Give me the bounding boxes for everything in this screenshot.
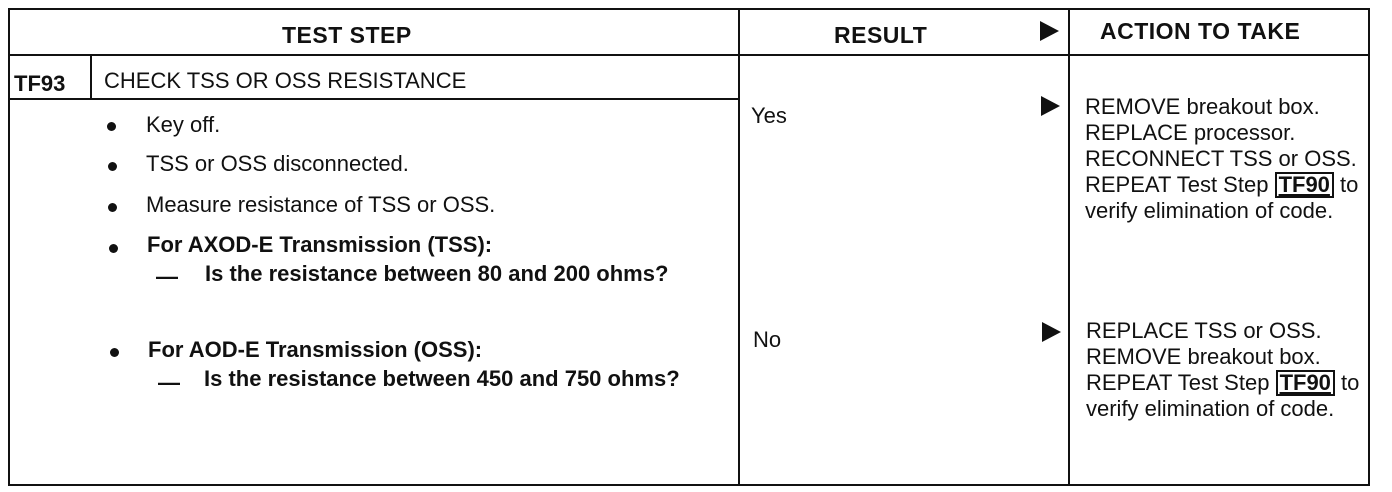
step-id: TF93 [14, 71, 66, 96]
action-yes: REMOVE breakout box. REPLACE processor. … [1085, 94, 1375, 224]
test-step-table: TEST STEP RESULT ACTION TO TAKE TF93 CHE… [8, 8, 1370, 486]
step-id-divider [90, 54, 92, 100]
bullet-measure-resistance: Measure resistance of TSS or OSS. [146, 192, 496, 217]
table-bottom-border [8, 484, 1370, 486]
bullet-key-off: Key off. [146, 112, 221, 137]
bullet-icon [109, 244, 118, 253]
bullet-disconnected: TSS or OSS disconnected. [146, 151, 409, 176]
dash-icon: — [156, 264, 178, 289]
axod-e-resistance-question: Is the resistance between 80 and 200 ohm… [205, 261, 669, 286]
bullet-aod-e-transmission: For AOD-E Transmission (OSS): [148, 337, 483, 362]
aod-e-resistance-question: Is the resistance between 450 and 750 oh… [204, 366, 680, 391]
result-yes: Yes [751, 103, 787, 128]
bullet-icon [108, 203, 117, 212]
header-test-step: TEST STEP [282, 22, 412, 48]
table-top-border [8, 8, 1370, 10]
bullet-icon [107, 122, 116, 131]
bullet-icon [108, 162, 117, 171]
arrow-right-icon [1040, 21, 1059, 41]
arrow-right-icon [1041, 96, 1060, 116]
arrow-right-icon [1042, 322, 1061, 342]
result-no: No [753, 327, 782, 352]
dash-icon: — [158, 370, 180, 395]
action-no-text: REPLACE TSS or OSS. REMOVE breakout box.… [1086, 318, 1322, 395]
action-no: REPLACE TSS or OSS. REMOVE breakout box.… [1086, 318, 1376, 422]
bullet-axod-e-transmission: For AXOD-E Transmission (TSS): [147, 232, 493, 257]
step-title-bottom-border [8, 98, 738, 100]
result-action-divider [1068, 8, 1070, 486]
action-yes-text-after: to verify elimination of code. [1085, 172, 1359, 223]
header-bottom-border [8, 54, 1370, 56]
test-step-result-divider [738, 8, 740, 486]
step-title: CHECK TSS OR OSS RESISTANCE [104, 68, 467, 93]
header-action-to-take: ACTION TO TAKE [1100, 18, 1301, 44]
action-no-text-after: to verify elimination of code. [1086, 370, 1360, 421]
test-step-ref-tf90: TF90 [1275, 370, 1335, 396]
table-left-border [8, 8, 10, 486]
table-right-border [1368, 8, 1370, 486]
test-step-ref-tf90: TF90 [1274, 172, 1334, 198]
action-yes-text: REMOVE breakout box. REPLACE processor. … [1085, 94, 1357, 197]
header-result: RESULT [834, 22, 928, 48]
bullet-icon [110, 348, 119, 357]
